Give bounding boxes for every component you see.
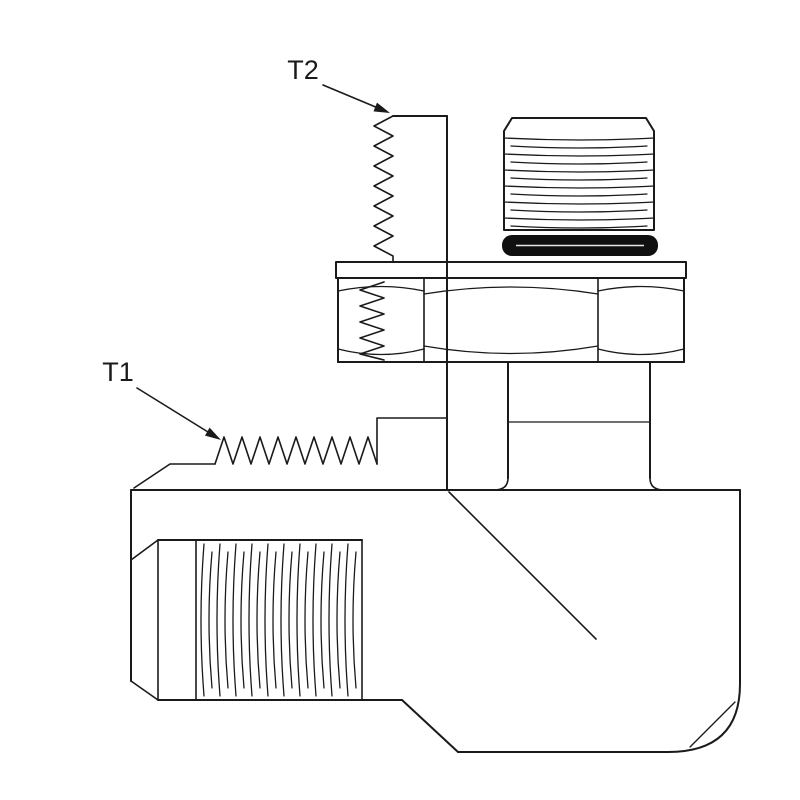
nut-thread-section-profile — [359, 281, 385, 361]
t2-thread-section-profile — [373, 115, 448, 491]
cylinder-outline — [503, 117, 655, 231]
port-neck — [493, 361, 665, 491]
t1-label: T1 — [102, 357, 134, 387]
t1-threaded-end — [130, 489, 403, 701]
t1-callout: T1 — [102, 357, 221, 440]
neck-fillet — [493, 477, 509, 491]
drawing-strokes: T2 T1 — [102, 55, 741, 753]
o-ring — [502, 235, 658, 256]
t2-thread-crest-lines — [503, 137, 655, 229]
inner-corner-chamfer-line — [448, 491, 597, 640]
t2-callout: T2 — [287, 55, 390, 113]
nose-chamfer — [130, 539, 159, 561]
t1-leader-line — [136, 387, 209, 433]
hex-chamfer-arcs — [337, 285, 685, 356]
neck-fillet — [649, 477, 665, 491]
t1-thread-crest-lines — [200, 543, 357, 697]
t1-thread-section-profile — [133, 417, 448, 489]
t2-threaded-cylinder — [503, 117, 655, 231]
t2-label: T2 — [287, 55, 319, 85]
body-outer-edge — [457, 489, 741, 753]
t1-arrowhead-icon — [205, 427, 221, 440]
nose-chamfer — [130, 680, 159, 701]
body-step-edge — [401, 699, 459, 753]
hex-nut — [337, 277, 685, 363]
corner-chamfer-line — [689, 701, 736, 748]
elbow-body — [130, 489, 741, 753]
t2-arrowhead-icon — [373, 102, 390, 113]
washer — [335, 261, 687, 279]
t2-leader-line — [322, 84, 379, 109]
thread-lead-chamfer — [133, 463, 216, 489]
thread-runout-step — [376, 417, 448, 465]
